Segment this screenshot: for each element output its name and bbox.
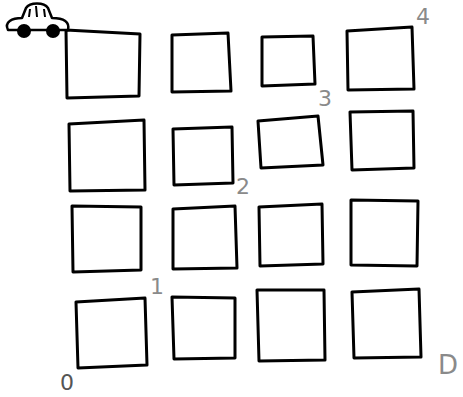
destination-label: D <box>438 352 458 378</box>
start-number: 0 <box>60 372 74 394</box>
city-blocks <box>66 27 421 368</box>
car-icon <box>7 4 68 39</box>
corner-number: 3 <box>318 88 332 110</box>
corner-number: 4 <box>416 6 430 28</box>
corner-number: 1 <box>150 276 164 298</box>
corner-number: 2 <box>236 176 250 198</box>
